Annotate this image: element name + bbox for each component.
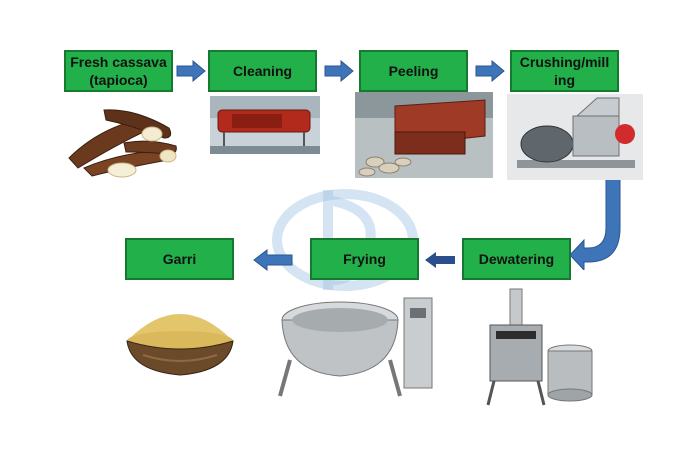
peeling-machine-image [355,92,493,178]
step-garri: Garri [125,238,234,280]
step-label: Cleaning [232,63,293,79]
right-arrow-icon [176,60,206,82]
left-arrow-icon [425,252,455,268]
step-label: Crushing/milling [519,54,610,88]
right-arrow-icon [475,60,505,82]
step-label: Fresh cassava (tapioca) [70,54,167,88]
crusher-machine-image [507,94,643,180]
step-label: Garri [162,251,197,267]
curved-down-arrow-icon [570,178,621,270]
garri-bowl-image [126,314,234,376]
step-crushing: Crushing/milling [510,50,619,92]
step-peeling: Peeling [359,50,468,92]
frying-pan-image [278,297,433,397]
step-label: Dewatering [478,251,555,267]
step-dewatering: Dewatering [462,238,571,280]
step-label: Peeling [388,63,439,79]
step-fresh-cassava: Fresh cassava (tapioca) [64,50,173,92]
step-frying: Frying [310,238,419,280]
right-arrow-icon [324,60,354,82]
left-arrow-icon [253,249,293,271]
dewatering-press-image [486,288,593,406]
step-label: Frying [343,251,386,267]
cassava-roots-image [68,109,177,178]
cleaning-machine-image [210,96,320,154]
step-cleaning: Cleaning [208,50,317,92]
